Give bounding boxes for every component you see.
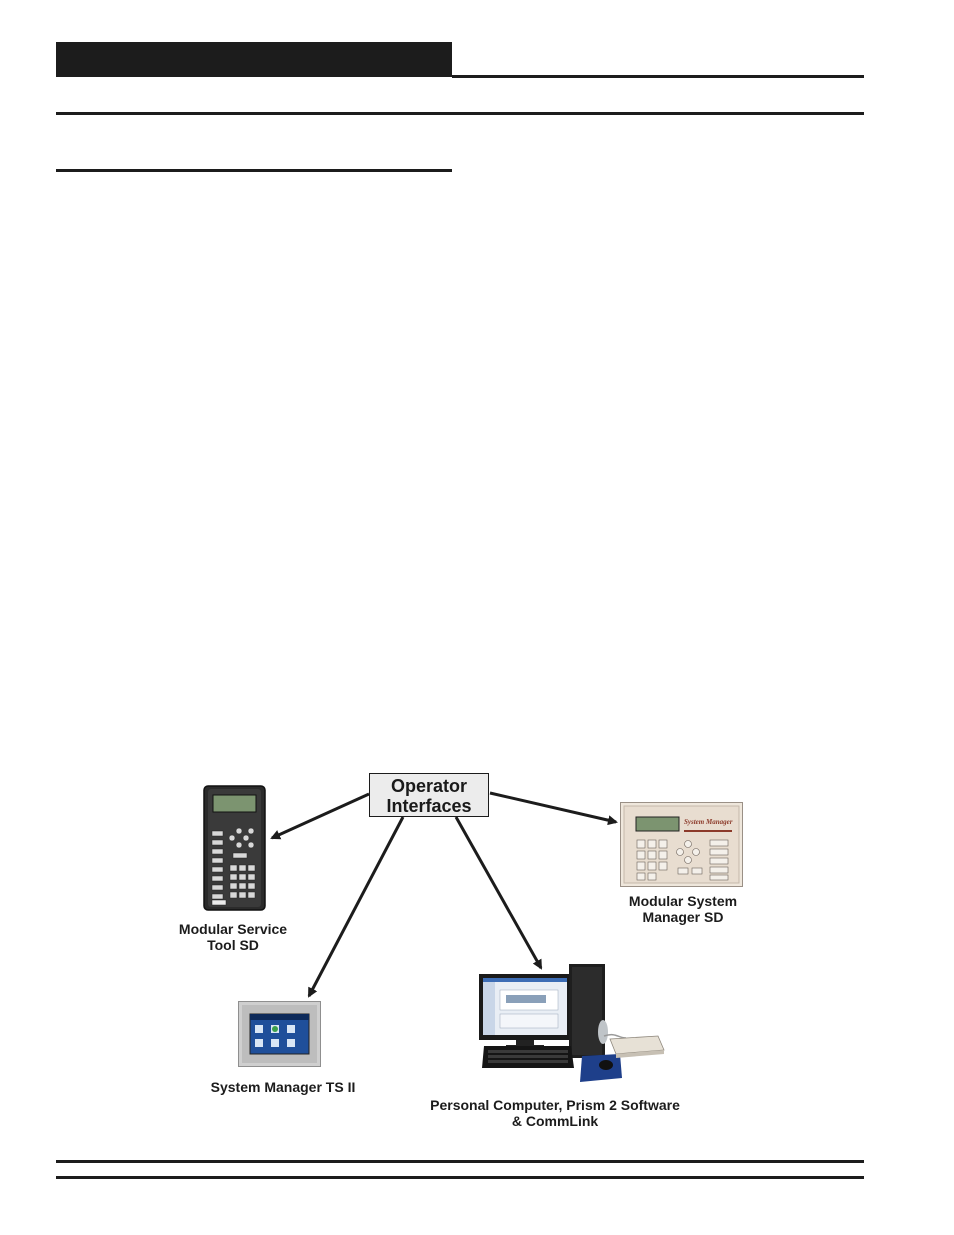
pc-image (479, 964, 665, 1082)
header-bar (56, 42, 452, 77)
system-manager-brand-text: System Manager (684, 818, 733, 826)
arrow-to-pc (454, 816, 543, 970)
lcd-screen (212, 794, 257, 813)
arrow-to-ts2 (307, 816, 405, 998)
footer-rule-bottom (56, 1176, 864, 1179)
arrow-to-service-tool (270, 792, 370, 840)
service-tool-caption: Modular Service Tool SD (178, 921, 288, 953)
operator-label-line1: Operator (390, 776, 468, 796)
footer-rule-top (56, 1160, 864, 1163)
section-rule (56, 112, 864, 115)
operator-label-line2: Interfaces (386, 796, 472, 816)
system-manager-sd-image (620, 802, 743, 887)
ts2-screen (249, 1013, 310, 1055)
header-rule (452, 75, 864, 78)
pc-caption: Personal Computer, Prism 2 Software & Co… (430, 1097, 680, 1129)
arrow-to-system-manager-sd (489, 791, 618, 826)
service-tool-image (203, 785, 266, 911)
ts2-caption: System Manager TS II (210, 1079, 356, 1095)
mouse (599, 1060, 613, 1070)
ts2-image (238, 1001, 321, 1067)
operator-interfaces-label: Operator Interfaces (369, 773, 489, 817)
system-manager-sd-caption: Modular System Manager SD (628, 893, 738, 925)
sd-lcd-screen (635, 816, 680, 832)
subsection-rule (56, 169, 452, 172)
